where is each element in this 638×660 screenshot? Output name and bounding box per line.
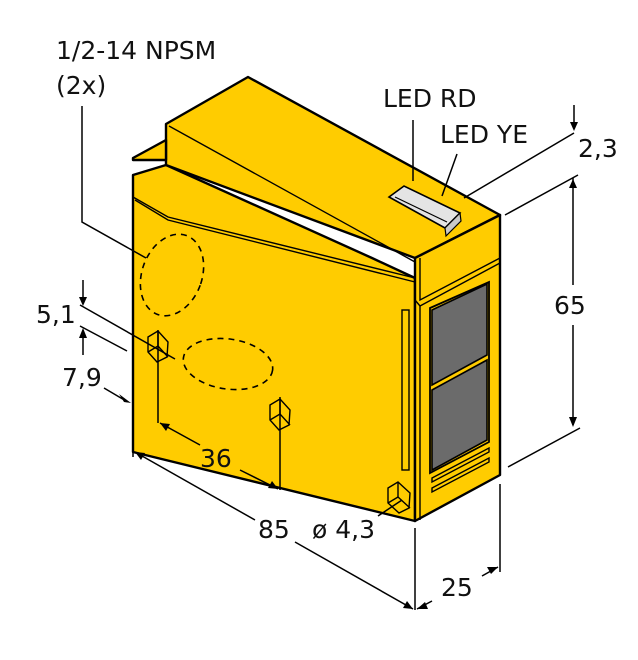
conduit-count-label: (2x) — [56, 71, 106, 100]
sensor-housing — [131, 75, 502, 523]
dim-led-height-label: 2,3 — [578, 134, 618, 163]
dim-length-label: 85 — [258, 515, 290, 544]
led-yellow-label: LED YE — [440, 120, 528, 149]
dim-hole-diameter-label: ø 4,3 — [312, 515, 375, 544]
led-window — [387, 185, 462, 238]
housing-top-step — [131, 138, 168, 162]
side-slot — [401, 309, 410, 471]
dimension-labels: 1/2-14 NPSM (2x) LED RD LED YE 2,3 65 5,… — [36, 36, 618, 602]
housing-shoulder-edge — [132, 196, 416, 279]
dim-depth-label: 25 — [441, 573, 473, 602]
npsm-leader — [81, 106, 147, 259]
led-ye-leader — [441, 153, 458, 197]
mounting-hole-3 — [387, 481, 411, 514]
conduit-entry-bottom — [182, 337, 274, 391]
housing-side-face — [131, 163, 417, 523]
lens-window-lower — [431, 358, 488, 472]
lens-window-upper — [431, 282, 488, 387]
vent-slot — [431, 446, 490, 484]
dim-hole-spacing-label: 36 — [200, 444, 232, 473]
dimension-lines — [79, 105, 581, 610]
dim-hole-offset-side-label: 7,9 — [62, 363, 102, 392]
dim-height-label: 65 — [554, 291, 586, 320]
conduit-entry-side — [139, 233, 205, 317]
led-red-label: LED RD — [383, 84, 477, 113]
vent-slot — [431, 456, 490, 494]
conduit-thread-label: 1/2-14 NPSM — [56, 36, 216, 65]
dim-hole-offset-top-label: 5,1 — [36, 300, 76, 329]
